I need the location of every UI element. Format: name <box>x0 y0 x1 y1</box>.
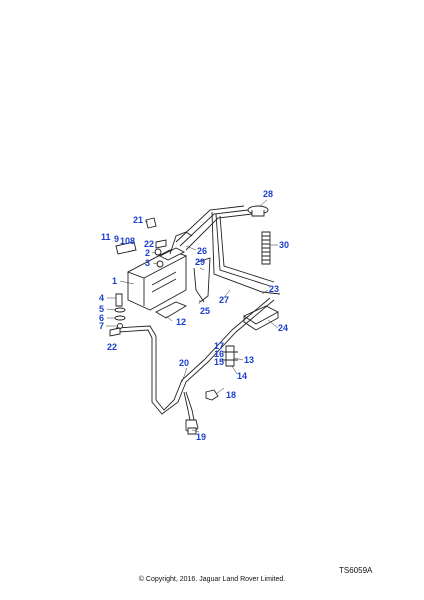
copyright-notice: © Copyright, 2016. Jaguar Land Rover Lim… <box>138 576 286 583</box>
callout-18: 18 <box>226 390 236 400</box>
callout-29: 29 <box>195 257 205 267</box>
callout-9: 9 <box>114 234 119 244</box>
callout-16: 16 <box>214 349 224 359</box>
clip-21 <box>145 217 157 229</box>
callout-26: 26 <box>197 246 207 256</box>
pipe-bundle-upper <box>175 205 281 295</box>
callout-21: 21 <box>133 215 143 225</box>
callout-6: 6 <box>99 313 104 323</box>
breather-hose <box>261 231 271 265</box>
callout-14: 14 <box>237 371 247 381</box>
callout-20: 20 <box>179 358 189 368</box>
washer-5 <box>114 307 126 313</box>
pipe-bracket <box>193 257 211 303</box>
callout-19: 19 <box>196 432 206 442</box>
callout-27: 27 <box>219 295 229 305</box>
fuel-tank <box>126 247 188 311</box>
callout-5: 5 <box>99 304 104 314</box>
callout-11: 11 <box>101 232 111 242</box>
callout-17: 17 <box>214 341 224 351</box>
callout-15: 15 <box>214 357 224 367</box>
filler-cap <box>247 205 269 217</box>
callout-12: 12 <box>176 317 186 327</box>
fuel-lines-lower <box>115 297 275 421</box>
union-8-11 <box>115 241 137 255</box>
fuel-filter <box>222 345 238 367</box>
callout-28: 28 <box>263 189 273 199</box>
callout-8: 8 <box>130 236 135 246</box>
leader-lines <box>106 199 279 433</box>
callout-24: 24 <box>278 323 288 333</box>
reference-code: TS6059A <box>339 566 373 575</box>
washer-6 <box>114 315 126 321</box>
callout-4: 4 <box>99 293 104 303</box>
callout-23: 23 <box>269 284 279 294</box>
callout-10: 10 <box>120 236 130 246</box>
callout-3: 3 <box>145 258 150 268</box>
callout-22-upper: 22 <box>144 239 154 249</box>
callout-22-lower: 22 <box>107 342 117 352</box>
bolt-4 <box>115 293 123 307</box>
callout-13: 13 <box>244 355 254 365</box>
callout-7: 7 <box>99 321 104 331</box>
tank-strap <box>155 301 188 319</box>
hose-22-upper <box>155 239 167 249</box>
callout-1: 1 <box>112 276 117 286</box>
filler-neck <box>169 231 193 255</box>
callout-30: 30 <box>279 240 289 250</box>
grommet <box>205 389 219 401</box>
callout-2: 2 <box>145 248 150 258</box>
callout-25: 25 <box>200 306 210 316</box>
sleeve-22 <box>109 327 121 337</box>
